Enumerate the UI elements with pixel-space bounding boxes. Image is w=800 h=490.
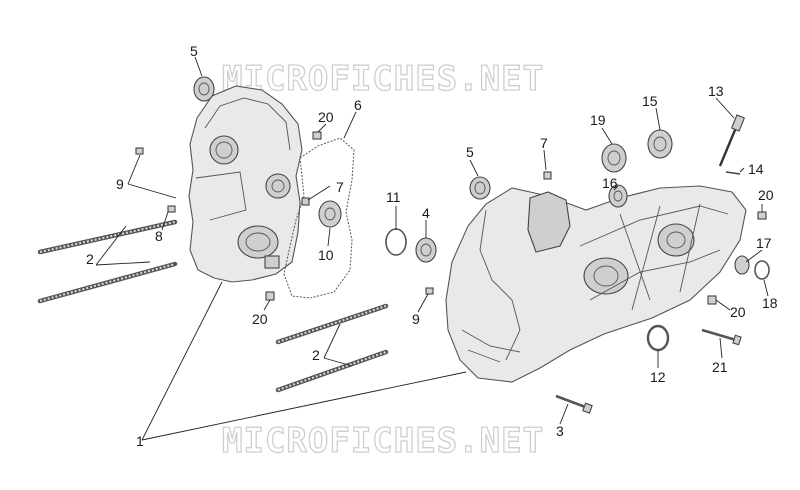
circlip-18 [754,260,770,280]
callout-9-left: 9 [116,176,124,192]
callout-17: 17 [756,235,772,251]
callout-15: 15 [642,93,658,109]
callout-20-mid: 20 [730,304,746,320]
pin-8 [167,205,176,213]
dowel-7-left [301,197,310,206]
watermark-bottom: MICROFICHES.NET [222,421,544,461]
callout-2-mid: 2 [312,347,320,363]
callout-20-upper: 20 [318,109,334,125]
callouts: 1 2 2 3 4 5 5 6 7 7 8 9 9 10 11 12 13 14… [86,43,778,449]
callout-12: 12 [650,369,666,385]
callout-21: 21 [712,359,728,375]
bearing-15 [647,129,673,159]
callout-20-right: 20 [758,187,774,203]
callout-16: 16 [602,175,618,191]
callout-4: 4 [422,205,430,221]
dowel-20-lower [265,291,275,301]
stud-2-left-lower [37,261,178,304]
seal-17 [734,255,750,275]
pin-9-left [135,147,144,155]
callout-11: 11 [386,189,401,205]
bearing-5-left [193,76,215,102]
bearing-4 [415,237,437,263]
callout-13: 13 [708,83,724,99]
callout-2-left: 2 [86,251,94,267]
callout-5-left: 5 [190,43,198,59]
callout-7-right: 7 [540,135,548,151]
leader-lines [95,56,769,441]
callout-10: 10 [318,247,334,263]
callout-14: 14 [748,161,764,177]
callout-8: 8 [155,228,163,244]
dowel-20-mid [707,295,717,305]
o-ring-14 [725,171,741,175]
dowel-20-right [757,211,767,220]
callout-18: 18 [762,295,778,311]
bearing-19 [601,143,627,173]
stud-2-mid-upper [275,303,389,345]
callout-1: 1 [136,433,144,449]
callout-7-left: 7 [336,179,344,195]
gasket [283,137,355,299]
stud-2-left-upper [37,219,178,255]
stud-2-mid-lower [275,349,389,393]
callout-19: 19 [590,112,606,128]
callout-6: 6 [354,97,362,113]
callout-9-right: 9 [412,311,420,327]
seal-12 [646,324,670,352]
left-crankcase-half [188,85,303,283]
callout-3: 3 [556,423,564,439]
dowel-7-right [543,171,552,180]
bolt-3 [555,394,593,414]
circlip-11 [385,228,407,256]
dowel-20-upper [312,131,322,140]
bolt-21 [701,328,742,346]
bearing-5-right [469,176,491,200]
bearing-16 [608,184,628,208]
watermark-top: MICROFICHES.NET [222,59,544,99]
oil-dipstick [718,114,746,167]
callout-20-lower: 20 [252,311,268,327]
pin-9-right [425,287,434,295]
callout-5-right: 5 [466,144,474,160]
right-crankcase-half [445,185,747,383]
bearing-10 [318,200,342,228]
